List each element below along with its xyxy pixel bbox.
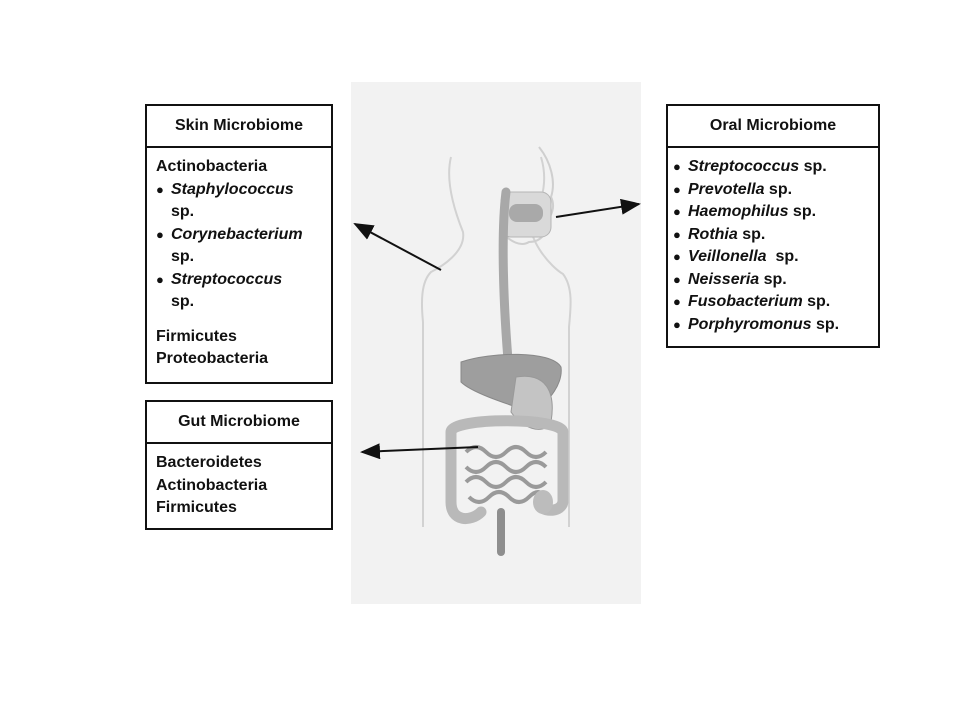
bullet-icon: ● — [673, 226, 681, 242]
genus-name: Streptococcus — [688, 158, 800, 175]
genus-suffix: sp. — [737, 225, 766, 243]
body-figure-svg — [421, 146, 572, 556]
genus-name: Rothia — [688, 225, 738, 243]
small-intestine — [464, 445, 548, 504]
skin-genus-item: ● Streptococcus sp. — [156, 269, 331, 314]
oral-microbiome-list: ● Streptococcus sp. ● Prevotella sp. ● H… — [668, 148, 878, 336]
skin-genus-item: ● Corynebacterium sp. — [156, 224, 331, 269]
skin-phylum: Firmicutes — [156, 327, 237, 345]
gut-microbiome-box: Gut Microbiome Bacteroidetes Actinobacte… — [145, 400, 333, 530]
genus-name: Fusobacterium — [688, 293, 803, 310]
bullet-icon: ● — [673, 316, 681, 332]
esophagus — [498, 187, 514, 377]
genus-name: Veillonella — [688, 248, 767, 265]
oral-genus-item: ● Fusobacterium sp. — [673, 291, 878, 314]
oral-microbiome-title: Oral Microbiome — [668, 106, 878, 148]
genus-suffix: sp. — [171, 203, 195, 220]
oral-genus-item: ● Veillonella sp. — [673, 246, 878, 269]
genus-suffix: sp. — [764, 180, 793, 198]
gut-phylum: Actinobacteria — [156, 476, 268, 494]
gut-phylum: Firmicutes — [156, 499, 237, 516]
body-outline — [421, 156, 465, 527]
oral-genus-item: ● Neisseria sp. — [673, 269, 878, 292]
digestive-system-illustration — [351, 82, 641, 604]
bullet-icon: ● — [673, 181, 681, 197]
skin-microbiome-box: Skin Microbiome Actinobacteria ● Staphyl… — [145, 104, 333, 384]
bullet-icon: ● — [156, 181, 164, 197]
bullet-icon: ● — [673, 271, 681, 287]
bullet-icon: ● — [156, 226, 164, 242]
genus-suffix: sp. — [171, 248, 195, 265]
gut-microbiome-title: Gut Microbiome — [147, 402, 331, 444]
genus-suffix: sp. — [759, 270, 787, 288]
oral-genus-item: ● Porphyromonus sp. — [673, 314, 878, 337]
genus-suffix: sp. — [766, 248, 799, 265]
skin-microbiome-list: Actinobacteria ● Staphylococcus sp. ● Co… — [147, 148, 331, 371]
gut-phylum: Bacteroidetes — [156, 454, 262, 471]
genus-suffix: sp. — [788, 203, 817, 220]
skin-genus-item: ● Staphylococcus sp. — [156, 179, 331, 224]
genus-name: Haemophilus — [688, 203, 789, 220]
skin-microbiome-title: Skin Microbiome — [147, 106, 331, 148]
bullet-icon: ● — [673, 159, 681, 174]
genus-name: Neisseria — [688, 270, 760, 288]
oral-microbiome-box: Oral Microbiome ● Streptococcus sp. ● Pr… — [666, 104, 880, 348]
genus-suffix: sp. — [171, 293, 195, 310]
gut-microbiome-list: Bacteroidetes Actinobacteria Firmicutes — [147, 444, 331, 520]
oral-genus-item: ● Haemophilus sp. — [673, 201, 878, 224]
genus-suffix: sp. — [799, 158, 827, 175]
genus-name: Prevotella — [688, 180, 765, 198]
skin-phylum: Actinobacteria — [156, 158, 268, 175]
genus-suffix: sp. — [811, 315, 840, 333]
genus-name: Streptococcus — [171, 270, 283, 288]
appendix — [533, 490, 553, 514]
body-outline-right — [529, 156, 572, 527]
oral-genus-item: ● Streptococcus sp. — [673, 156, 878, 179]
genus-name: Porphyromonus — [688, 315, 812, 333]
bullet-icon: ● — [673, 204, 681, 219]
skin-phylum: Proteobacteria — [156, 350, 269, 367]
bullet-icon: ● — [673, 249, 681, 264]
oral-genus-item: ● Rothia sp. — [673, 224, 878, 247]
bullet-icon: ● — [673, 294, 681, 309]
genus-suffix: sp. — [802, 293, 831, 310]
tongue — [509, 204, 543, 222]
genus-name: Staphylococcus — [171, 180, 294, 198]
bullet-icon: ● — [156, 271, 164, 287]
genus-name: Corynebacterium — [171, 225, 303, 243]
oral-genus-item: ● Prevotella sp. — [673, 179, 878, 202]
